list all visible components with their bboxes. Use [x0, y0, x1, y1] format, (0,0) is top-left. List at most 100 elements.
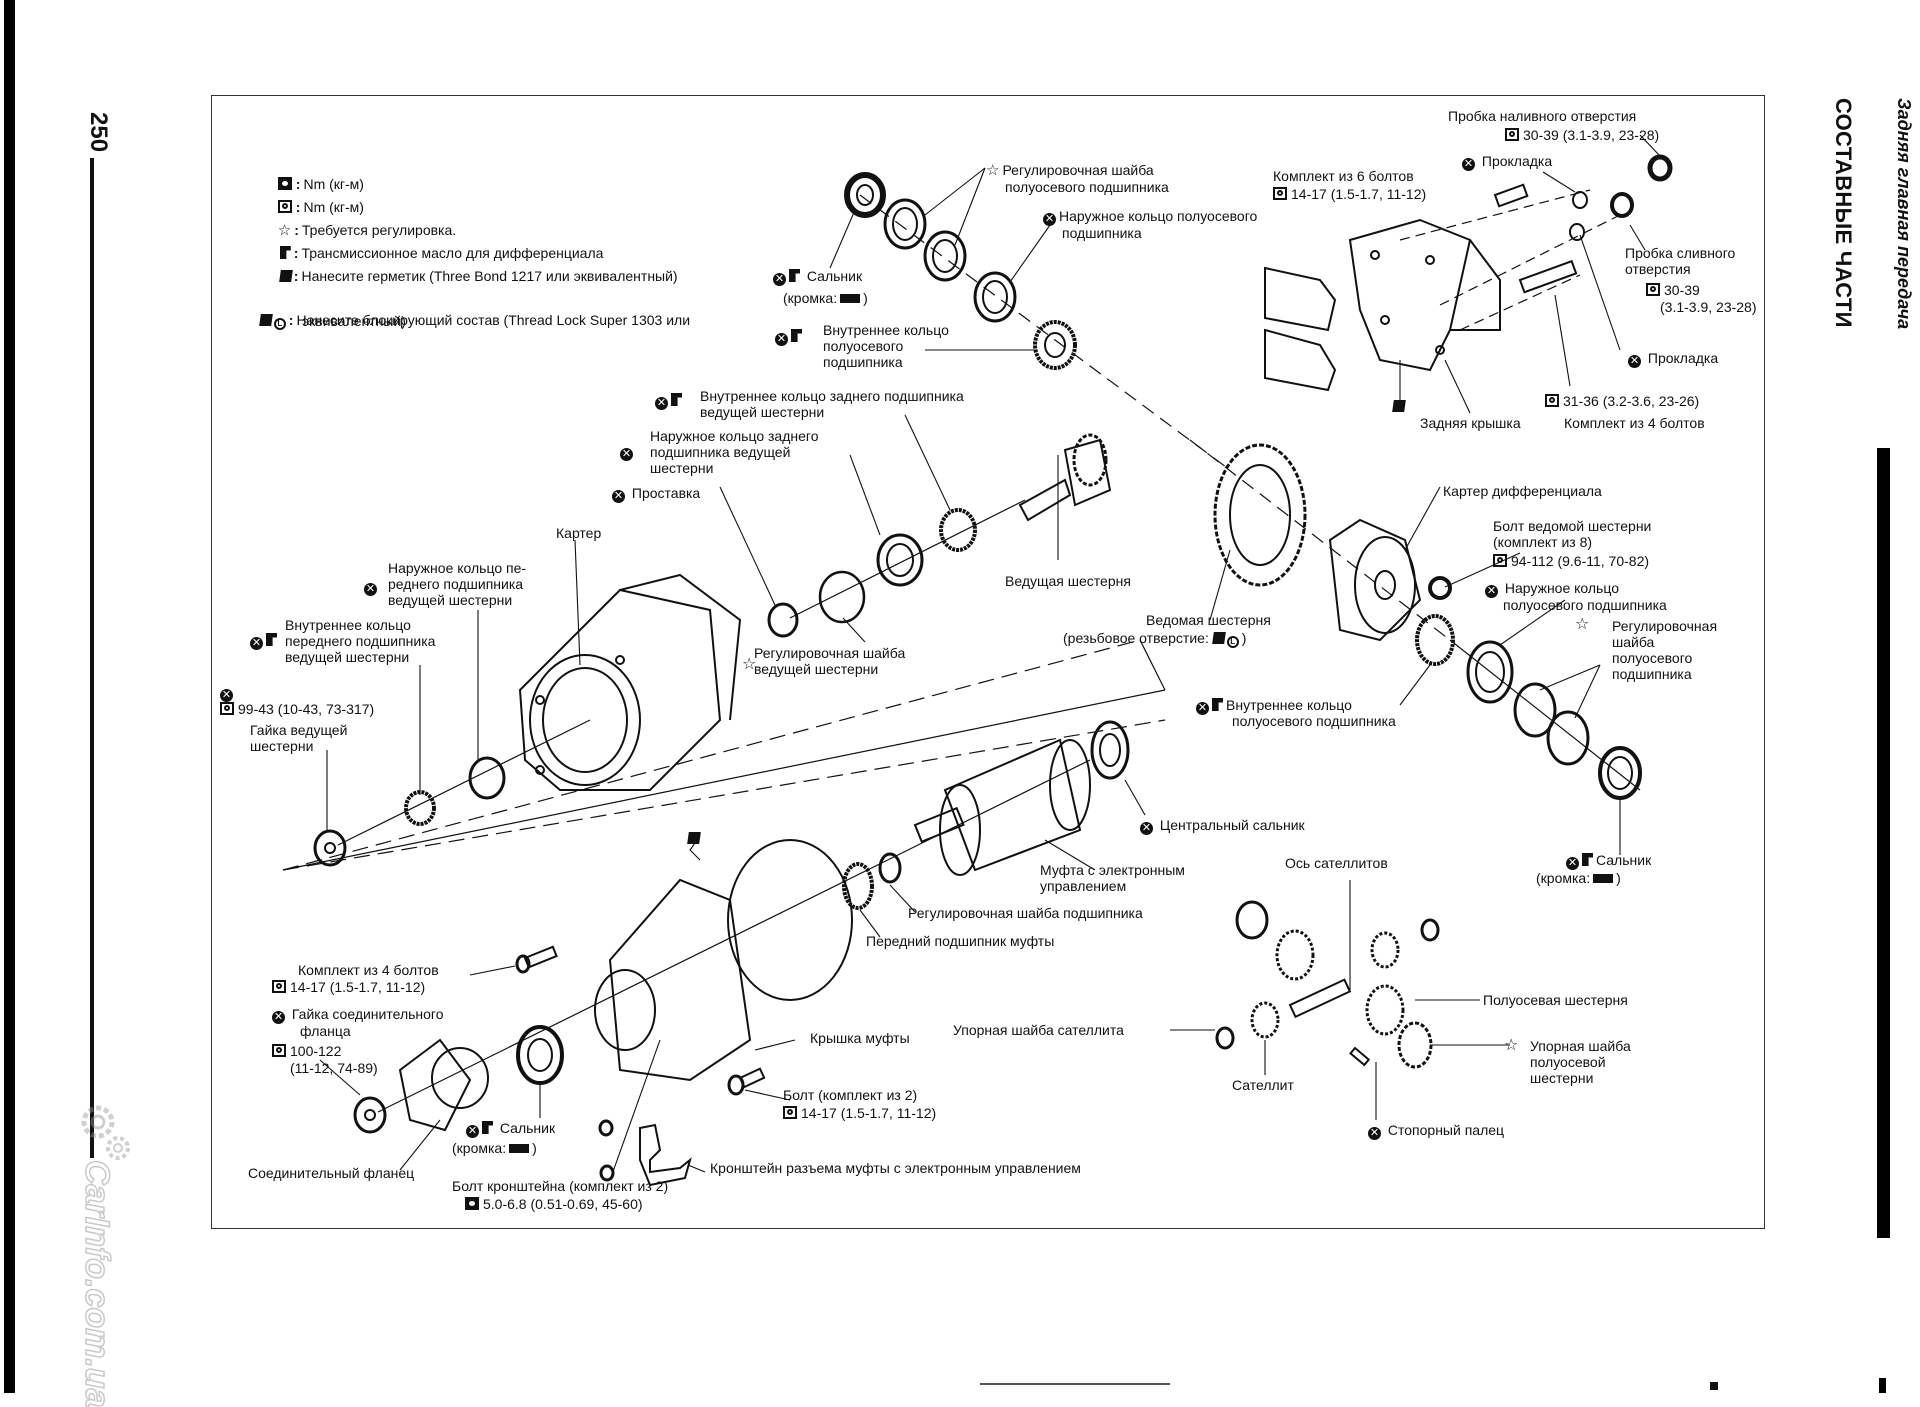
pinion-mate-upper-part [1370, 931, 1400, 969]
callout-oil-seal-bottom: ✕ Сальник [466, 1120, 556, 1138]
replace-icon: ✕ [612, 490, 625, 503]
rear-cover-gasket-part [1264, 266, 1337, 392]
callout-side-gear: Полуосевая шестерня [1483, 992, 1628, 1008]
drain-plug-part [1610, 192, 1634, 218]
callout-bracket-bolt-torque: 5.0-6.8 (0.51-0.69, 45-60) [465, 1196, 643, 1212]
replace-icon: ✕ [364, 583, 377, 596]
star-icon: ☆ [986, 162, 1000, 179]
callout-oil-seal-top: ✕ Сальник [773, 268, 863, 286]
torque-wrench-outline-icon [272, 1044, 286, 1057]
pinion-mate-lower-part [1250, 1001, 1280, 1039]
callout-companion-flange-nut-2: фланца [300, 1023, 351, 1039]
callout-side-outer-race-top: ✕Наружное кольцо полуосевого [1043, 208, 1258, 226]
sealant-icon [687, 830, 702, 848]
grease-icon [1593, 874, 1614, 883]
ring-gear-part [1213, 443, 1307, 587]
connector-bracket-part [639, 1123, 692, 1187]
callout-ring-gear-bolt: Болт ведомой шестерни(комплект из 8) [1493, 518, 1652, 550]
replace-icon: ✕ [775, 333, 788, 346]
star-icon: ☆ [742, 656, 757, 673]
callout-ring-gear: Ведомая шестерня [1146, 612, 1271, 628]
side-inner-race-right-part [1415, 614, 1455, 666]
callout-lock-pin: ✕ Стопорный палец [1368, 1122, 1505, 1140]
torque-wrench-outline-icon [1646, 283, 1660, 296]
group-bracket-line [282, 689, 1166, 871]
callout-ring-gear-bolt-torque: 94-112 (9.6-11, 70-82) [1493, 553, 1649, 569]
callout-pinion-rear-inner-icons: ✕ [655, 392, 685, 410]
side-inner-race-top-part [1033, 320, 1077, 370]
pinion-shaft-part [1288, 978, 1352, 1019]
bolt-four-rear-part [1518, 259, 1578, 294]
legend-text: Нанесите герметик (Three Bond 1217 или э… [301, 268, 678, 284]
side-shim-top-part [883, 198, 967, 282]
legend-item-thread-lock: L:Нанесите блокирующий состав (Thread Lo… [252, 296, 690, 330]
torque-wrench-outline-icon [1545, 394, 1559, 407]
side-gear-left-part [1275, 929, 1315, 981]
companion-flange-part [398, 1038, 489, 1132]
callout-filler-plug-title: Пробка наливного отверстия [1448, 108, 1637, 124]
grease-icon [509, 1144, 530, 1153]
clutch-cover-part [594, 878, 752, 1082]
pinion-shim-part [818, 570, 866, 624]
star-icon: ☆ [1575, 616, 1590, 633]
gasket-part [1569, 191, 1588, 241]
oil-seal-right-part [1598, 746, 1642, 800]
filler-plug-part [1647, 154, 1673, 182]
chapter-tab-bar [1877, 448, 1890, 1238]
oil-icon [1212, 698, 1223, 711]
callout-four-bolts-front-torque: 14-17 (1.5-1.7, 11-12) [272, 979, 425, 995]
callout-bolt-two-torque: 14-17 (1.5-1.7, 11-12) [783, 1105, 936, 1121]
callout-gasket-top: ✕ Прокладка [1462, 153, 1553, 171]
callout-four-bolts-rear-torque: 31-36 (3.2-3.6, 23-26) [1545, 393, 1699, 409]
callout-clutch-front-bearing: Передний подшипник муфты [866, 933, 1055, 949]
legend-item-torque-outline: :Nm (кг-м) [270, 183, 364, 215]
replace-icon: ✕ [220, 689, 233, 702]
callout-bolt-two: Болт (комплект из 2) [783, 1087, 918, 1103]
replace-icon: ✕ [1043, 213, 1056, 226]
torque-wrench-outline-icon [277, 200, 292, 213]
replace-icon: ✕ [250, 637, 263, 650]
callout-companion-flange-nut-torque-2: (11-12, 74-89) [290, 1060, 378, 1076]
callout-oil-seal-bottom-lip: (кромка:) [452, 1140, 537, 1156]
legend-text: Трансмиссионное масло для дифференциала [301, 245, 604, 261]
callout-oil-seal-top-lip: (кромка:) [783, 290, 868, 306]
callout-side-inner-race-right-2: полуосевого подшипника [1232, 713, 1396, 729]
sealant-icon [1392, 398, 1407, 416]
bolt-four-front-part [515, 945, 558, 974]
sealant-icon [1211, 632, 1226, 644]
callout-bracket-bolt: Болт кронштейна (комплект из 2) [452, 1178, 669, 1194]
legend-text: Nm (кг-м) [303, 199, 364, 215]
oil-icon [482, 1121, 493, 1134]
callout-side-shim-top-2: полуосевого подшипника [1005, 179, 1169, 195]
companion-flange-nut-part [353, 1096, 387, 1134]
bracket-bolt-part [598, 1119, 615, 1182]
callout-four-bolts-front: Комплект из 4 болтов [298, 962, 439, 978]
callout-six-bolts-title: Комплект из 6 болтов [1273, 168, 1414, 184]
replace-icon: ✕ [620, 448, 633, 461]
callout-spacer: ✕ Проставка [612, 485, 701, 503]
legend-text: Требуется регулировка. [301, 222, 457, 238]
thread-lock-icon: L [273, 318, 286, 330]
callout-drive-pinion: Ведущая шестерня [1005, 573, 1131, 589]
oil-icon [789, 269, 800, 282]
axis-line [282, 639, 1141, 871]
callout-side-inner-race-top-icons: ✕ [775, 328, 805, 346]
pinion-front-outer-race-part [468, 756, 506, 800]
diagram-frame [211, 95, 1765, 1229]
pinion-thrust-washer-upper-part [1420, 918, 1440, 942]
callout-drain-plug-torque-2: (3.1-3.9, 23-28) [1660, 299, 1757, 315]
leader-lines [319, 134, 1661, 1181]
carrier-housing-part [518, 573, 742, 791]
replace-icon: ✕ [1485, 585, 1498, 598]
side-gear-thrust-washer-part [1397, 1021, 1433, 1069]
chapter-tab-mark [1879, 1378, 1886, 1393]
callout-connector-bracket: Кронштейн разъема муфты с электронным уп… [710, 1160, 1081, 1176]
page-rule [90, 158, 94, 1158]
gear-icon [81, 1105, 130, 1160]
replace-icon: ✕ [1196, 702, 1209, 715]
grease-icon [840, 294, 861, 303]
